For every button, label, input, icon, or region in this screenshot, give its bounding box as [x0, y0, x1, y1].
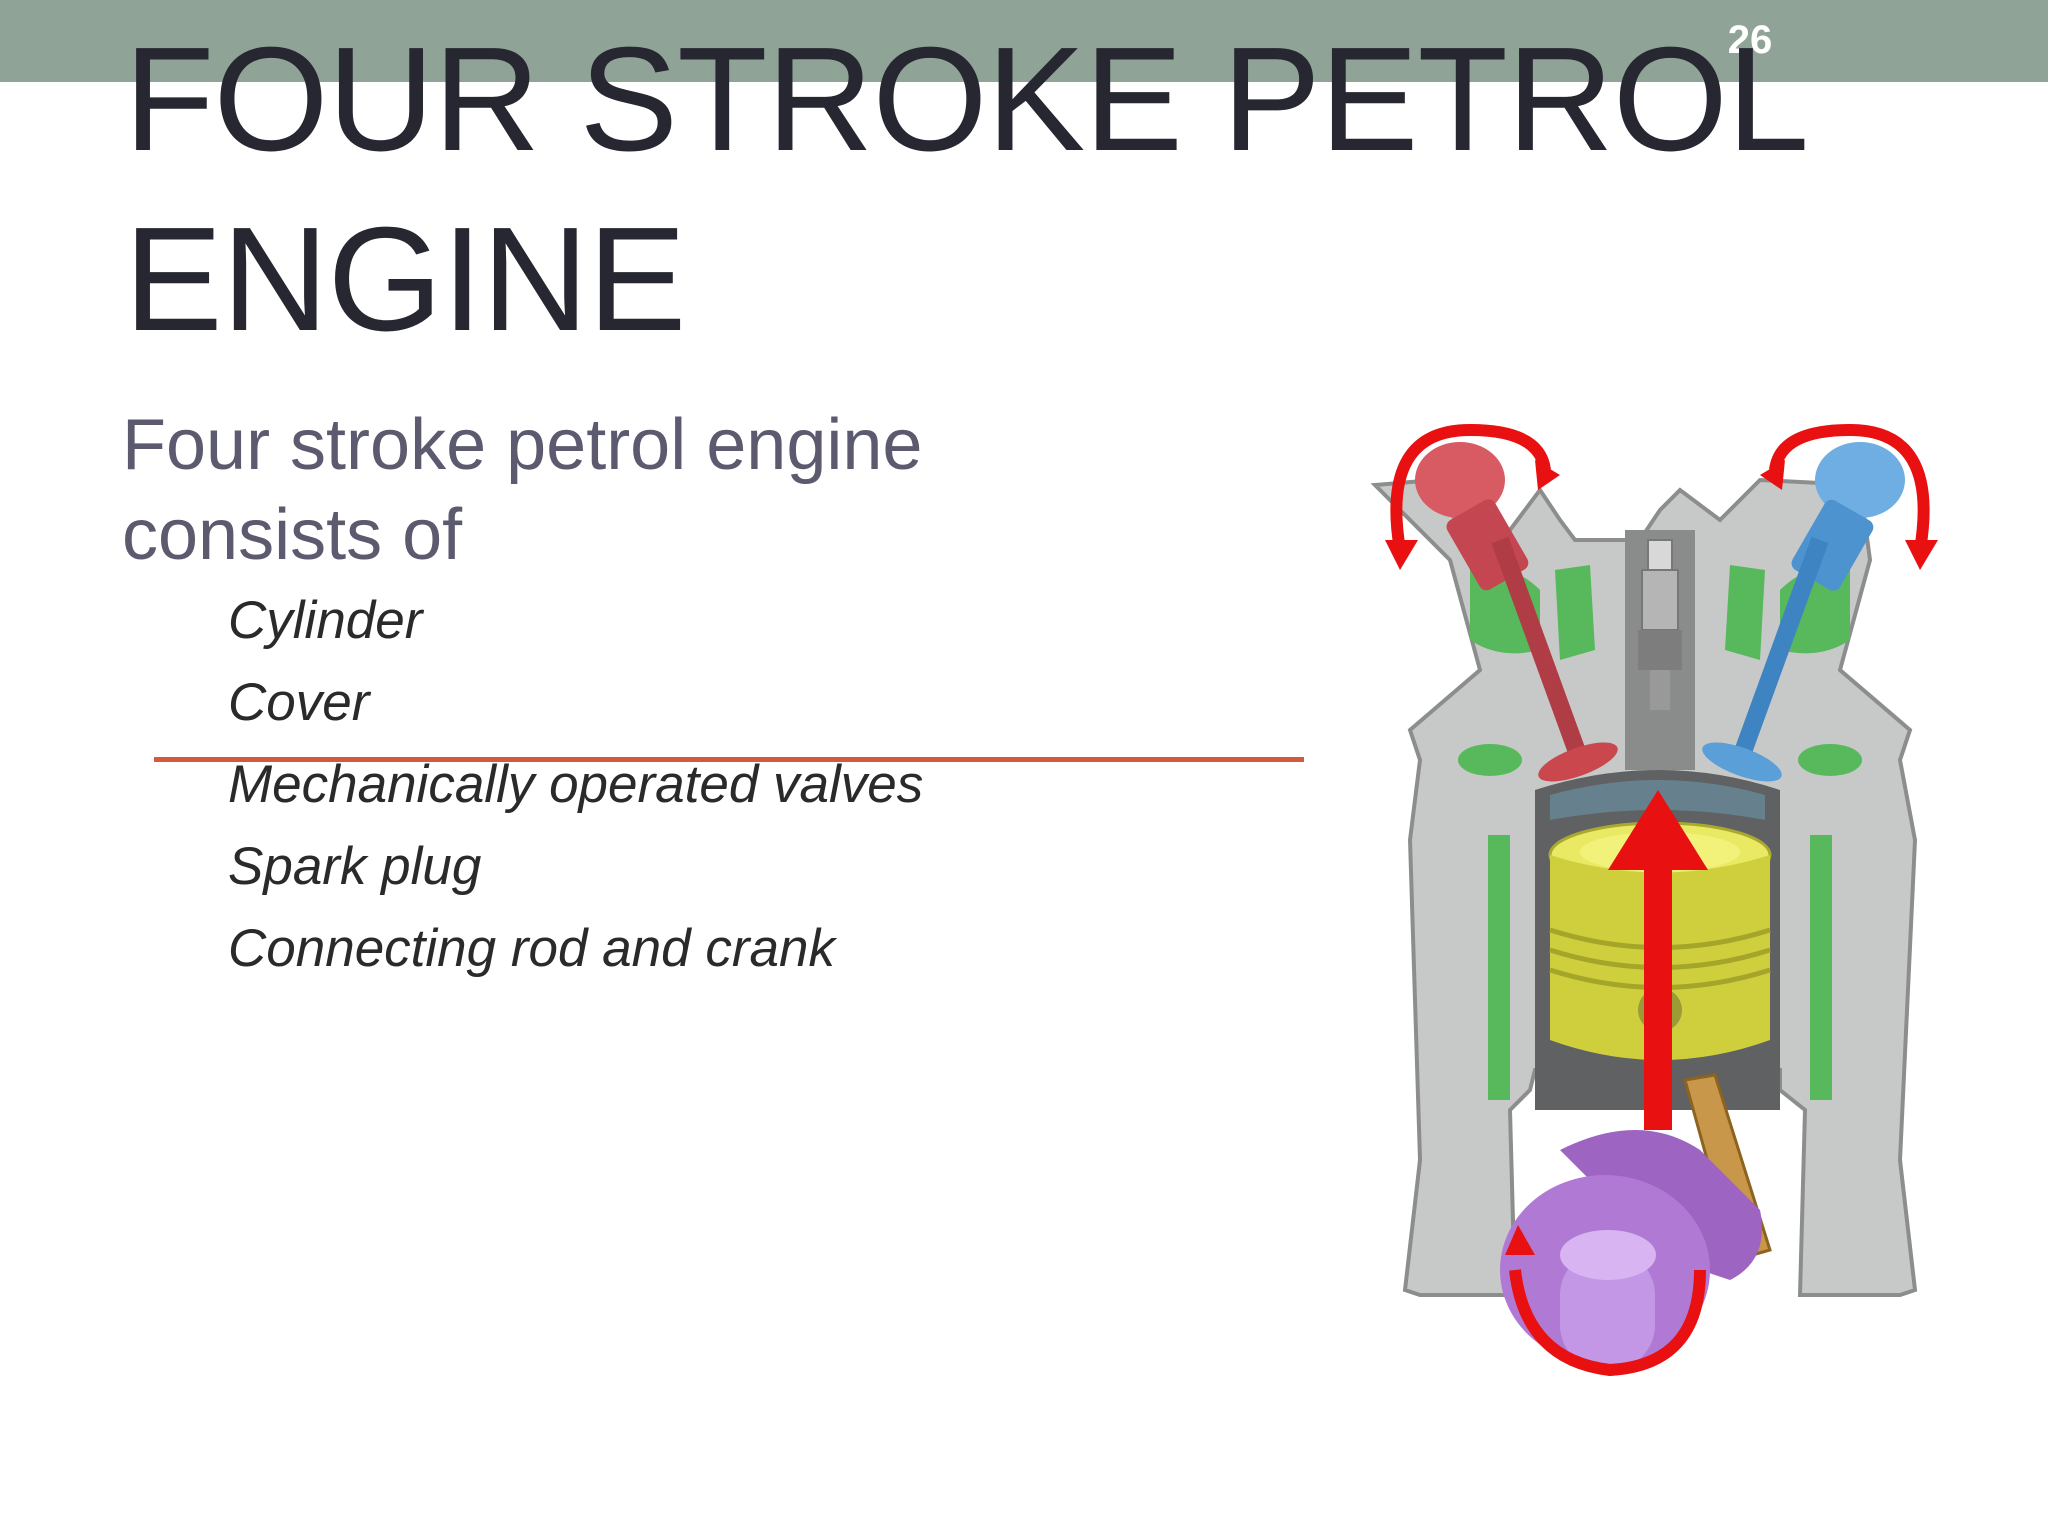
crankshaft-icon: [1500, 1130, 1762, 1370]
list-item: Mechanically operated valves: [228, 755, 924, 814]
slide-number: 26: [1727, 18, 1773, 62]
component-list: Cylinder Cover Mechanically operated val…: [228, 580, 923, 990]
divider-line: [154, 757, 1304, 762]
crank-rotation-arrow-icon: [1505, 1225, 1706, 1377]
engine-cutaway-illustration: [1370, 423, 1938, 1377]
exhaust-valve-icon: [1702, 442, 1905, 782]
spark-plug-icon: [1638, 539, 1682, 710]
list-item: Cover: [228, 673, 370, 732]
list-item: Connecting rod and crank: [228, 919, 835, 978]
intro-text: Four stroke petrol engine consists of: [122, 405, 923, 575]
intake-valve-icon: [1415, 442, 1618, 782]
piston-up-arrow-icon: [1608, 790, 1708, 1130]
list-item: Spark plug: [228, 837, 482, 896]
header-bar: [0, 0, 2048, 82]
list-item: Cylinder: [228, 591, 423, 650]
rotation-arrows-icon: [1385, 423, 1938, 570]
slide-title: FOUR STROKE PETROL ENGINE: [124, 17, 1804, 362]
